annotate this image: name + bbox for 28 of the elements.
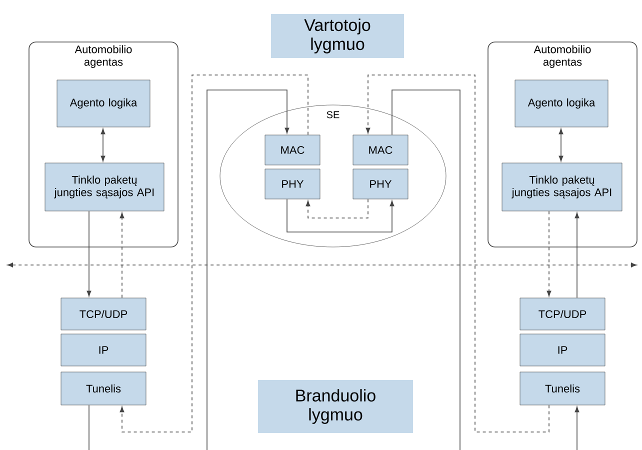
arrow	[366, 74, 550, 432]
layer-box: TCP/UDP	[520, 298, 606, 330]
arrow	[86, 210, 92, 296]
layer-box: MAC	[264, 134, 320, 166]
layer-box: Tunelis	[60, 372, 146, 406]
layer-box: Tunelis	[520, 372, 606, 406]
arrow	[100, 128, 106, 162]
arrow	[574, 212, 580, 298]
layer-box: IP	[520, 334, 606, 366]
level-label: Vartotojo lygmuo	[271, 14, 404, 58]
arrow	[574, 406, 580, 450]
layer-box: PHY	[264, 168, 320, 200]
arrow	[120, 74, 308, 432]
level-label: Branduolio lygmuo	[258, 380, 413, 433]
layer-box: Agento logika	[56, 80, 150, 128]
layer-box: Tinklo paketų jungties sąsajos API	[502, 162, 622, 212]
layer-box: TCP/UDP	[60, 298, 146, 330]
arrow	[306, 198, 368, 218]
layer-box: MAC	[352, 134, 408, 166]
arrow	[286, 198, 394, 232]
layer-box: Agento logika	[514, 80, 608, 128]
arrow	[120, 212, 124, 298]
arrow	[546, 210, 552, 296]
layer-box: Tinklo paketų jungties sąsajos API	[44, 162, 164, 212]
arrow	[558, 128, 564, 162]
layer-box: PHY	[352, 168, 408, 200]
arrow	[206, 90, 290, 450]
layer-box: IP	[60, 334, 146, 366]
